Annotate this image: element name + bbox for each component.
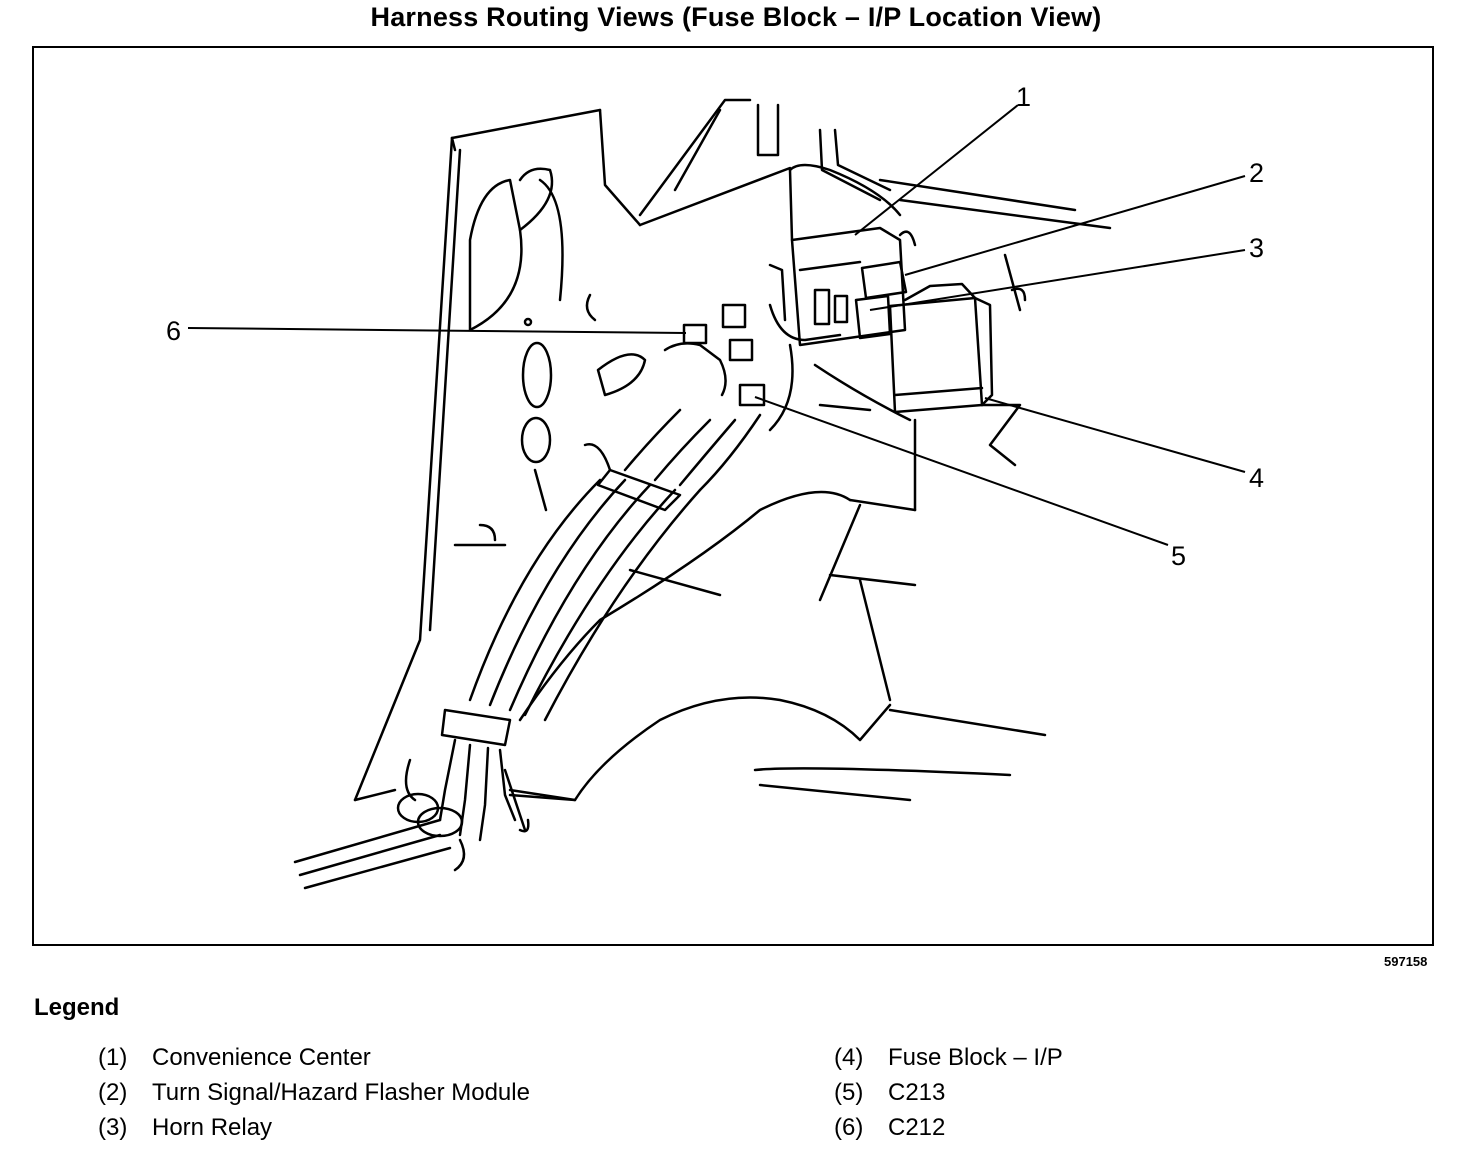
leader-line-5 [754, 396, 1169, 546]
flasher-and-relay [854, 230, 917, 340]
leader-line-1 [854, 104, 1019, 236]
callout-3: 3 [1249, 233, 1264, 263]
grommet [293, 758, 466, 890]
callout-6: 6 [166, 316, 181, 346]
convenience-center [768, 226, 907, 347]
callout-1: 1 [1016, 82, 1031, 112]
figure-reference-number: 597158 [1384, 954, 1428, 969]
legend-item: (5) C213 [834, 1075, 1063, 1110]
illustration-frame [32, 46, 1434, 946]
leader-line-3 [869, 249, 1246, 311]
legend-item-label: Horn Relay [152, 1114, 273, 1141]
fuse-block [888, 282, 1022, 467]
legend-item-number: (2) [98, 1079, 128, 1106]
legend-item-label: Fuse Block – I/P [888, 1044, 1063, 1071]
leader-line-2 [904, 175, 1246, 276]
legend-column-left: (1) Convenience Center (2) Turn Signal/Haz… [98, 1040, 530, 1145]
legend-item: (2) Turn Signal/Hazard Flasher Module [98, 1075, 530, 1110]
legend-item-number: (3) [98, 1114, 128, 1141]
diagram-title: Harness Routing Views (Fuse Block – I/P … [370, 2, 1102, 32]
legend-item-label: C212 [888, 1114, 946, 1141]
legend-item: (1) Convenience Center [98, 1040, 530, 1075]
harness-bundle [438, 343, 794, 842]
legend-item-label: Turn Signal/Hazard Flasher Module [152, 1079, 530, 1106]
callout-2: 2 [1249, 158, 1264, 188]
callout-5: 5 [1171, 541, 1186, 571]
legend-item-number: (1) [98, 1044, 128, 1071]
upper-structure [598, 98, 1112, 312]
legend-item-number: (5) [834, 1079, 864, 1106]
callout-4: 4 [1249, 463, 1264, 493]
lower-housing [508, 363, 1047, 802]
legend-item: (4) Fuse Block – I/P [834, 1040, 1063, 1075]
leader-lines [187, 104, 1246, 546]
leader-line-4 [984, 397, 1246, 473]
callout-numbers: 1 2 3 4 5 6 [166, 82, 1264, 571]
legend-item: (3) Horn Relay [98, 1110, 530, 1145]
legend-item-number: (4) [834, 1044, 864, 1071]
legend-title: Legend [34, 994, 120, 1021]
connectors [663, 303, 766, 407]
left-panel [353, 108, 647, 802]
leader-line-6 [187, 327, 687, 334]
legend-item: (6) C212 [834, 1110, 1063, 1145]
legend-column-right: (4) Fuse Block – I/P (5) C213 (6) C212 [834, 1040, 1063, 1145]
legend-item-number: (6) [834, 1114, 864, 1141]
legend-item-label: C213 [888, 1079, 946, 1106]
legend-item-label: Convenience Center [152, 1044, 371, 1071]
